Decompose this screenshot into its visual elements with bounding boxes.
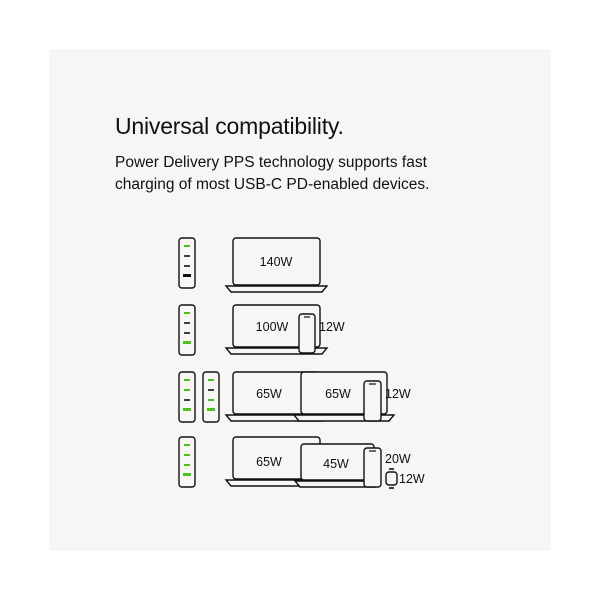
phone-icon	[298, 313, 316, 354]
laptop-wattage-label: 65W	[325, 387, 351, 401]
row-140w	[178, 237, 329, 293]
laptop-icon	[224, 237, 329, 293]
page-subtitle: Power Delivery PPS technology supports f…	[115, 152, 535, 196]
phone-icon	[363, 380, 382, 422]
phone-wattage-label: 12W	[385, 387, 411, 401]
laptop-icon	[293, 443, 382, 488]
subtitle-line-2: charging of most USB-C PD-enabled device…	[115, 176, 430, 193]
laptop-wattage-label: 65W	[256, 455, 282, 469]
phone-wattage-label: 20W	[385, 452, 411, 466]
content-panel	[49, 49, 551, 551]
phone-wattage-label: 12W	[319, 320, 345, 334]
charger-icon	[178, 237, 196, 289]
page-title: Universal compatibility.	[115, 113, 344, 139]
laptop-wattage-label: 140W	[260, 255, 293, 269]
laptop-icon	[224, 304, 329, 355]
watch-icon	[385, 468, 398, 489]
laptop-wattage-label: 45W	[323, 457, 349, 471]
watch-wattage-label: 12W	[399, 472, 425, 486]
charger-icon	[178, 304, 196, 356]
row-65w-65w-12w	[178, 371, 396, 423]
laptop-wattage-label: 100W	[256, 320, 289, 334]
row-100w-12w	[178, 304, 329, 356]
charger-icon	[178, 371, 196, 423]
charger-icon	[178, 436, 196, 488]
laptop-wattage-label: 65W	[256, 387, 282, 401]
charger-icon	[202, 371, 220, 423]
phone-icon	[363, 447, 382, 488]
subtitle-line-1: Power Delivery PPS technology supports f…	[115, 154, 427, 171]
row-65w-45w-20w-12w	[178, 436, 398, 489]
